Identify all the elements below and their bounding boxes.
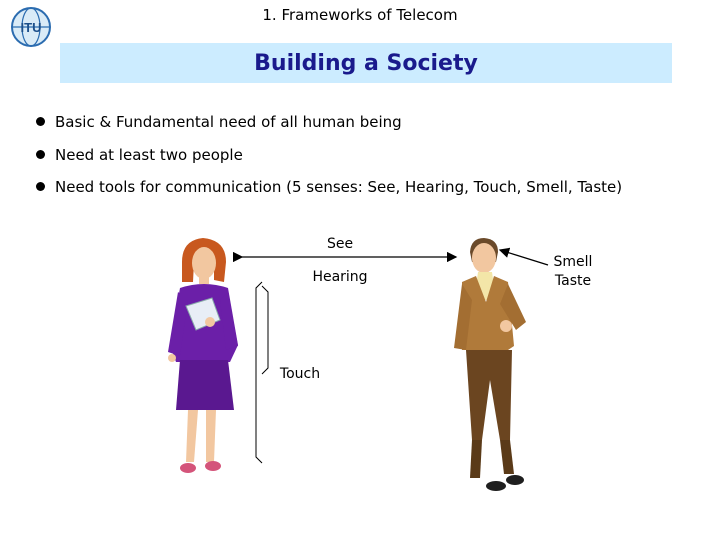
bullet-text: Basic & Fundamental need of all human be… <box>55 113 402 131</box>
touch-bracket-left <box>255 281 263 464</box>
touch-label: Touch <box>279 366 321 382</box>
bullet-item: Need tools for communication (5 senses: … <box>36 178 622 196</box>
hearing-label: Hearing <box>312 269 368 285</box>
bullet-item: Basic & Fundamental need of all human be… <box>36 113 402 131</box>
title-band <box>60 43 672 83</box>
see-label: See <box>326 236 354 252</box>
bullet-dot <box>36 182 45 191</box>
bullet-dot <box>36 150 45 159</box>
bullet-dot <box>36 117 45 126</box>
itu-logo: ITU <box>11 7 51 47</box>
touch-bracket-right <box>261 285 269 375</box>
bullet-text: Need tools for communication (5 senses: … <box>55 178 623 196</box>
slide-title: Building a Society <box>254 51 478 76</box>
logo-lettering: ITU <box>21 20 42 35</box>
bullet-text: Need at least two people <box>55 146 243 164</box>
smell-taste-pointer <box>498 247 549 266</box>
bullet-item: Need at least two people <box>36 146 243 164</box>
smell-label: Smell <box>553 254 593 270</box>
man-figure <box>454 238 526 491</box>
taste-label: Taste <box>554 273 592 289</box>
header-title: 1. Frameworks of Telecom <box>262 6 458 24</box>
woman-figure <box>168 238 238 473</box>
